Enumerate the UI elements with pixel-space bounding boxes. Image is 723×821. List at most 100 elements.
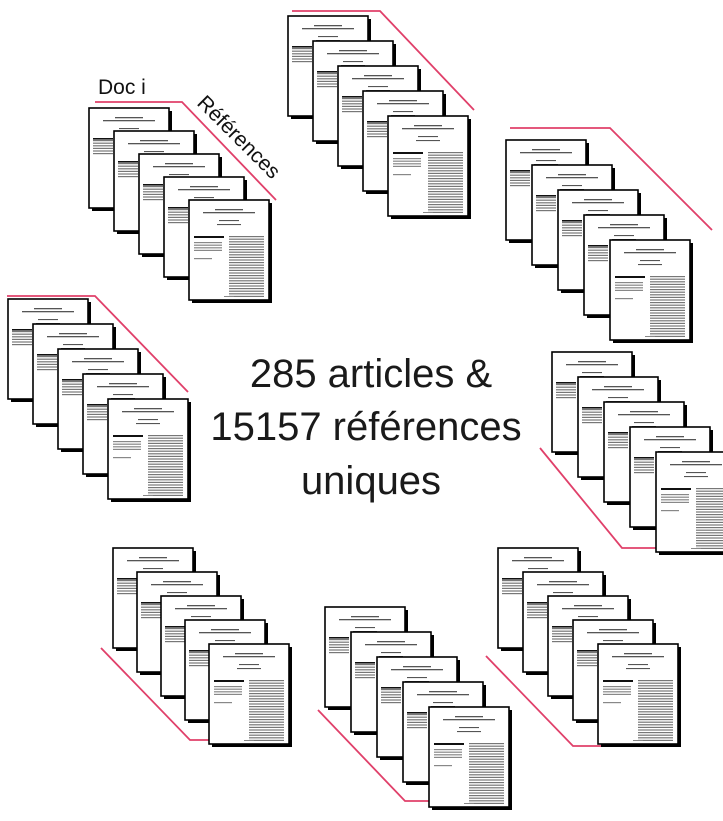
page-text-line <box>638 685 673 687</box>
page-text-line <box>148 494 183 496</box>
page-text-line <box>638 734 673 736</box>
page-text-line <box>194 244 222 246</box>
page-header-line <box>97 386 149 388</box>
page-text-line <box>588 252 608 254</box>
page-text-line <box>194 242 222 244</box>
summary-line-3: uniques <box>301 459 441 503</box>
page-text-line <box>141 609 161 611</box>
page-text-line <box>469 774 504 776</box>
page-text-line <box>12 333 32 335</box>
page-text-line <box>329 641 349 643</box>
page-text-line <box>117 585 137 587</box>
page-text-line <box>249 726 284 728</box>
page-text-line <box>608 447 628 449</box>
page-header-line <box>314 25 342 27</box>
page-text-line <box>113 443 141 445</box>
page-text-line <box>342 105 362 107</box>
page-text-line <box>510 179 530 181</box>
page-header-line <box>614 235 634 237</box>
page-text-line <box>381 702 401 704</box>
page-text-line <box>342 111 362 113</box>
page-text-line <box>189 659 209 661</box>
page-header-line <box>136 423 160 425</box>
page-text-line <box>249 706 284 708</box>
page-header-line <box>215 640 235 642</box>
page-text-line <box>615 289 643 291</box>
page-text-line <box>355 671 375 673</box>
page-text-line <box>434 754 462 756</box>
reference-line <box>510 127 713 231</box>
page-text-line <box>615 282 643 284</box>
article-stack <box>7 295 191 502</box>
page-text-line <box>650 281 685 283</box>
page-text-line <box>117 580 137 582</box>
reference-line <box>292 10 475 111</box>
page-header-line <box>578 616 598 618</box>
page-text-line <box>117 593 137 595</box>
page-text-line <box>249 682 284 684</box>
page-text-line <box>292 53 312 55</box>
page-text-line <box>428 198 463 200</box>
page-header-line <box>636 249 664 251</box>
page-text-line <box>249 695 284 697</box>
page-text-line <box>148 442 183 444</box>
page-text-line <box>469 750 504 752</box>
page-header-line <box>403 666 431 668</box>
page-header-line <box>656 436 684 438</box>
page-text-line <box>118 163 138 165</box>
article-page <box>387 115 471 219</box>
page-text-line <box>556 394 576 396</box>
article-stack <box>88 101 277 303</box>
page-header-line <box>572 202 624 204</box>
page-text-line <box>148 437 183 439</box>
page-text-line <box>428 196 463 198</box>
page-text-line <box>661 501 689 503</box>
page-text-line <box>603 688 631 690</box>
page-header-line <box>22 311 74 313</box>
page-rule <box>502 578 522 580</box>
page-text-line <box>407 724 427 726</box>
page-text-line <box>407 714 427 716</box>
page-text-line <box>469 756 504 758</box>
page-text-line <box>650 330 685 332</box>
page-text-line <box>229 264 264 266</box>
page-text-line <box>650 299 685 301</box>
page-text-line <box>556 389 576 391</box>
page-text-line <box>229 259 264 261</box>
page-text-line <box>37 363 57 365</box>
page-header-line <box>532 149 560 151</box>
page-text-line <box>696 534 723 536</box>
page-header-line <box>191 616 211 618</box>
page-text-line <box>118 168 138 170</box>
page-text-line <box>87 411 107 413</box>
page-text-line <box>434 749 462 751</box>
page-text-line <box>229 290 264 292</box>
page-text-line <box>428 188 463 190</box>
page-text-line <box>577 652 597 654</box>
page-text-line <box>342 108 362 110</box>
page-header-line <box>175 608 227 610</box>
page-text-line <box>650 322 685 324</box>
page-text-line <box>367 125 387 127</box>
page-header-line <box>417 694 469 696</box>
page-text-line <box>502 587 522 589</box>
page-text-line <box>696 490 723 492</box>
page-header-line <box>582 372 602 374</box>
summary-line-1: 285 articles & <box>250 352 493 396</box>
page-header-line <box>365 644 417 646</box>
page-header-line <box>203 212 255 214</box>
page-text-line <box>292 58 312 60</box>
page-text-line <box>527 614 547 616</box>
page-text-line <box>113 448 141 450</box>
page-header-line <box>163 581 191 583</box>
page-text-line <box>93 145 113 147</box>
page-text-line <box>62 394 82 396</box>
page-text-line <box>577 657 597 659</box>
page-text-line <box>638 729 673 731</box>
page-text-line <box>229 243 264 245</box>
page-text-line <box>502 580 522 582</box>
page-text-line <box>608 434 628 436</box>
page-text-line <box>469 776 504 778</box>
page-text-line <box>12 341 32 343</box>
page-header-line <box>546 177 598 179</box>
